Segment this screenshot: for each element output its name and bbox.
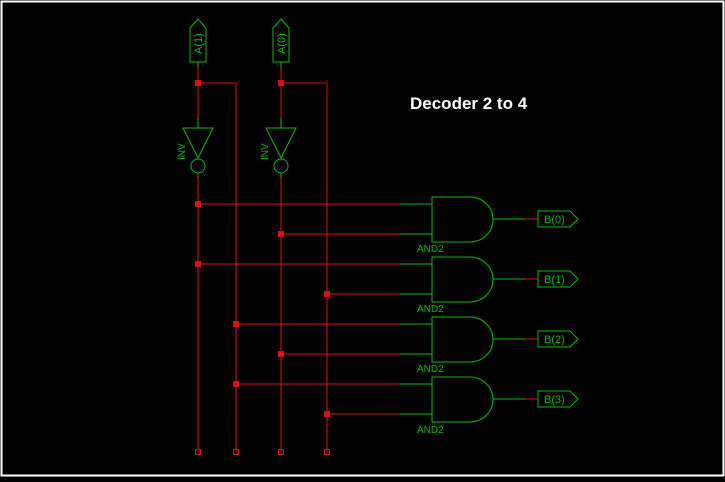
- and-gate-body: [431, 376, 494, 423]
- inverter-label: INV: [177, 143, 188, 160]
- input-port-a1: [189, 18, 207, 68]
- input-port-shape: [272, 18, 290, 63]
- junction-node: [195, 80, 201, 86]
- inverter-triangle: [182, 127, 214, 160]
- gate-label: AND2: [417, 425, 444, 436]
- junction-node: [233, 321, 239, 327]
- junction-node: [233, 381, 239, 387]
- wire-terminals: [195, 449, 330, 455]
- input-label-a1: A(1): [193, 33, 205, 54]
- junction-node: [278, 231, 284, 237]
- gate-label: AND2: [417, 304, 444, 315]
- junction-node: [324, 411, 330, 417]
- diagram-title: Decoder 2 to 4: [410, 94, 528, 113]
- output-port-b2: [537, 330, 579, 348]
- wires: [197, 62, 538, 452]
- gate-label: AND2: [417, 364, 444, 375]
- wire-terminal: [278, 449, 284, 455]
- output-label-b3: B(3): [544, 394, 565, 406]
- junction-node: [278, 351, 284, 357]
- output-label-b2: B(2): [544, 334, 565, 346]
- inverter-triangle: [265, 127, 297, 160]
- output-port-b3: [537, 390, 579, 408]
- and-gate-body: [431, 256, 494, 303]
- output-label-b0: B(0): [544, 214, 565, 226]
- and-gate-0: [400, 196, 525, 243]
- output-label-b1: B(1): [544, 274, 565, 286]
- junction-node: [195, 261, 201, 267]
- wire-terminal: [324, 449, 330, 455]
- junction-node: [278, 80, 284, 86]
- components: [182, 18, 579, 423]
- and-gate-2: [400, 316, 525, 363]
- inverter-bubble: [190, 158, 206, 174]
- output-port-b0: [537, 210, 579, 228]
- inverter-a0: [265, 118, 297, 178]
- wire-terminal: [233, 449, 239, 455]
- input-port-a0: [272, 18, 290, 68]
- and-gate-1: [400, 256, 525, 303]
- and-gate-3: [400, 376, 525, 423]
- and-gate-body: [431, 196, 494, 243]
- junction-node: [195, 201, 201, 207]
- inverter-bubble: [273, 158, 289, 174]
- gate-label: AND2: [417, 244, 444, 255]
- inverter-label: INV: [260, 143, 271, 160]
- junction-node: [324, 291, 330, 297]
- component-labels: A(1) A(0) INV INV AND2 AND2 AND2 AND2 B(…: [177, 33, 565, 436]
- input-port-shape: [189, 18, 207, 63]
- and-gate-body: [431, 316, 494, 363]
- input-label-a0: A(0): [276, 33, 288, 54]
- wire-terminal: [195, 449, 201, 455]
- inverter-a1: [182, 118, 214, 178]
- output-port-b1: [537, 270, 579, 288]
- junction-nodes: [195, 80, 330, 417]
